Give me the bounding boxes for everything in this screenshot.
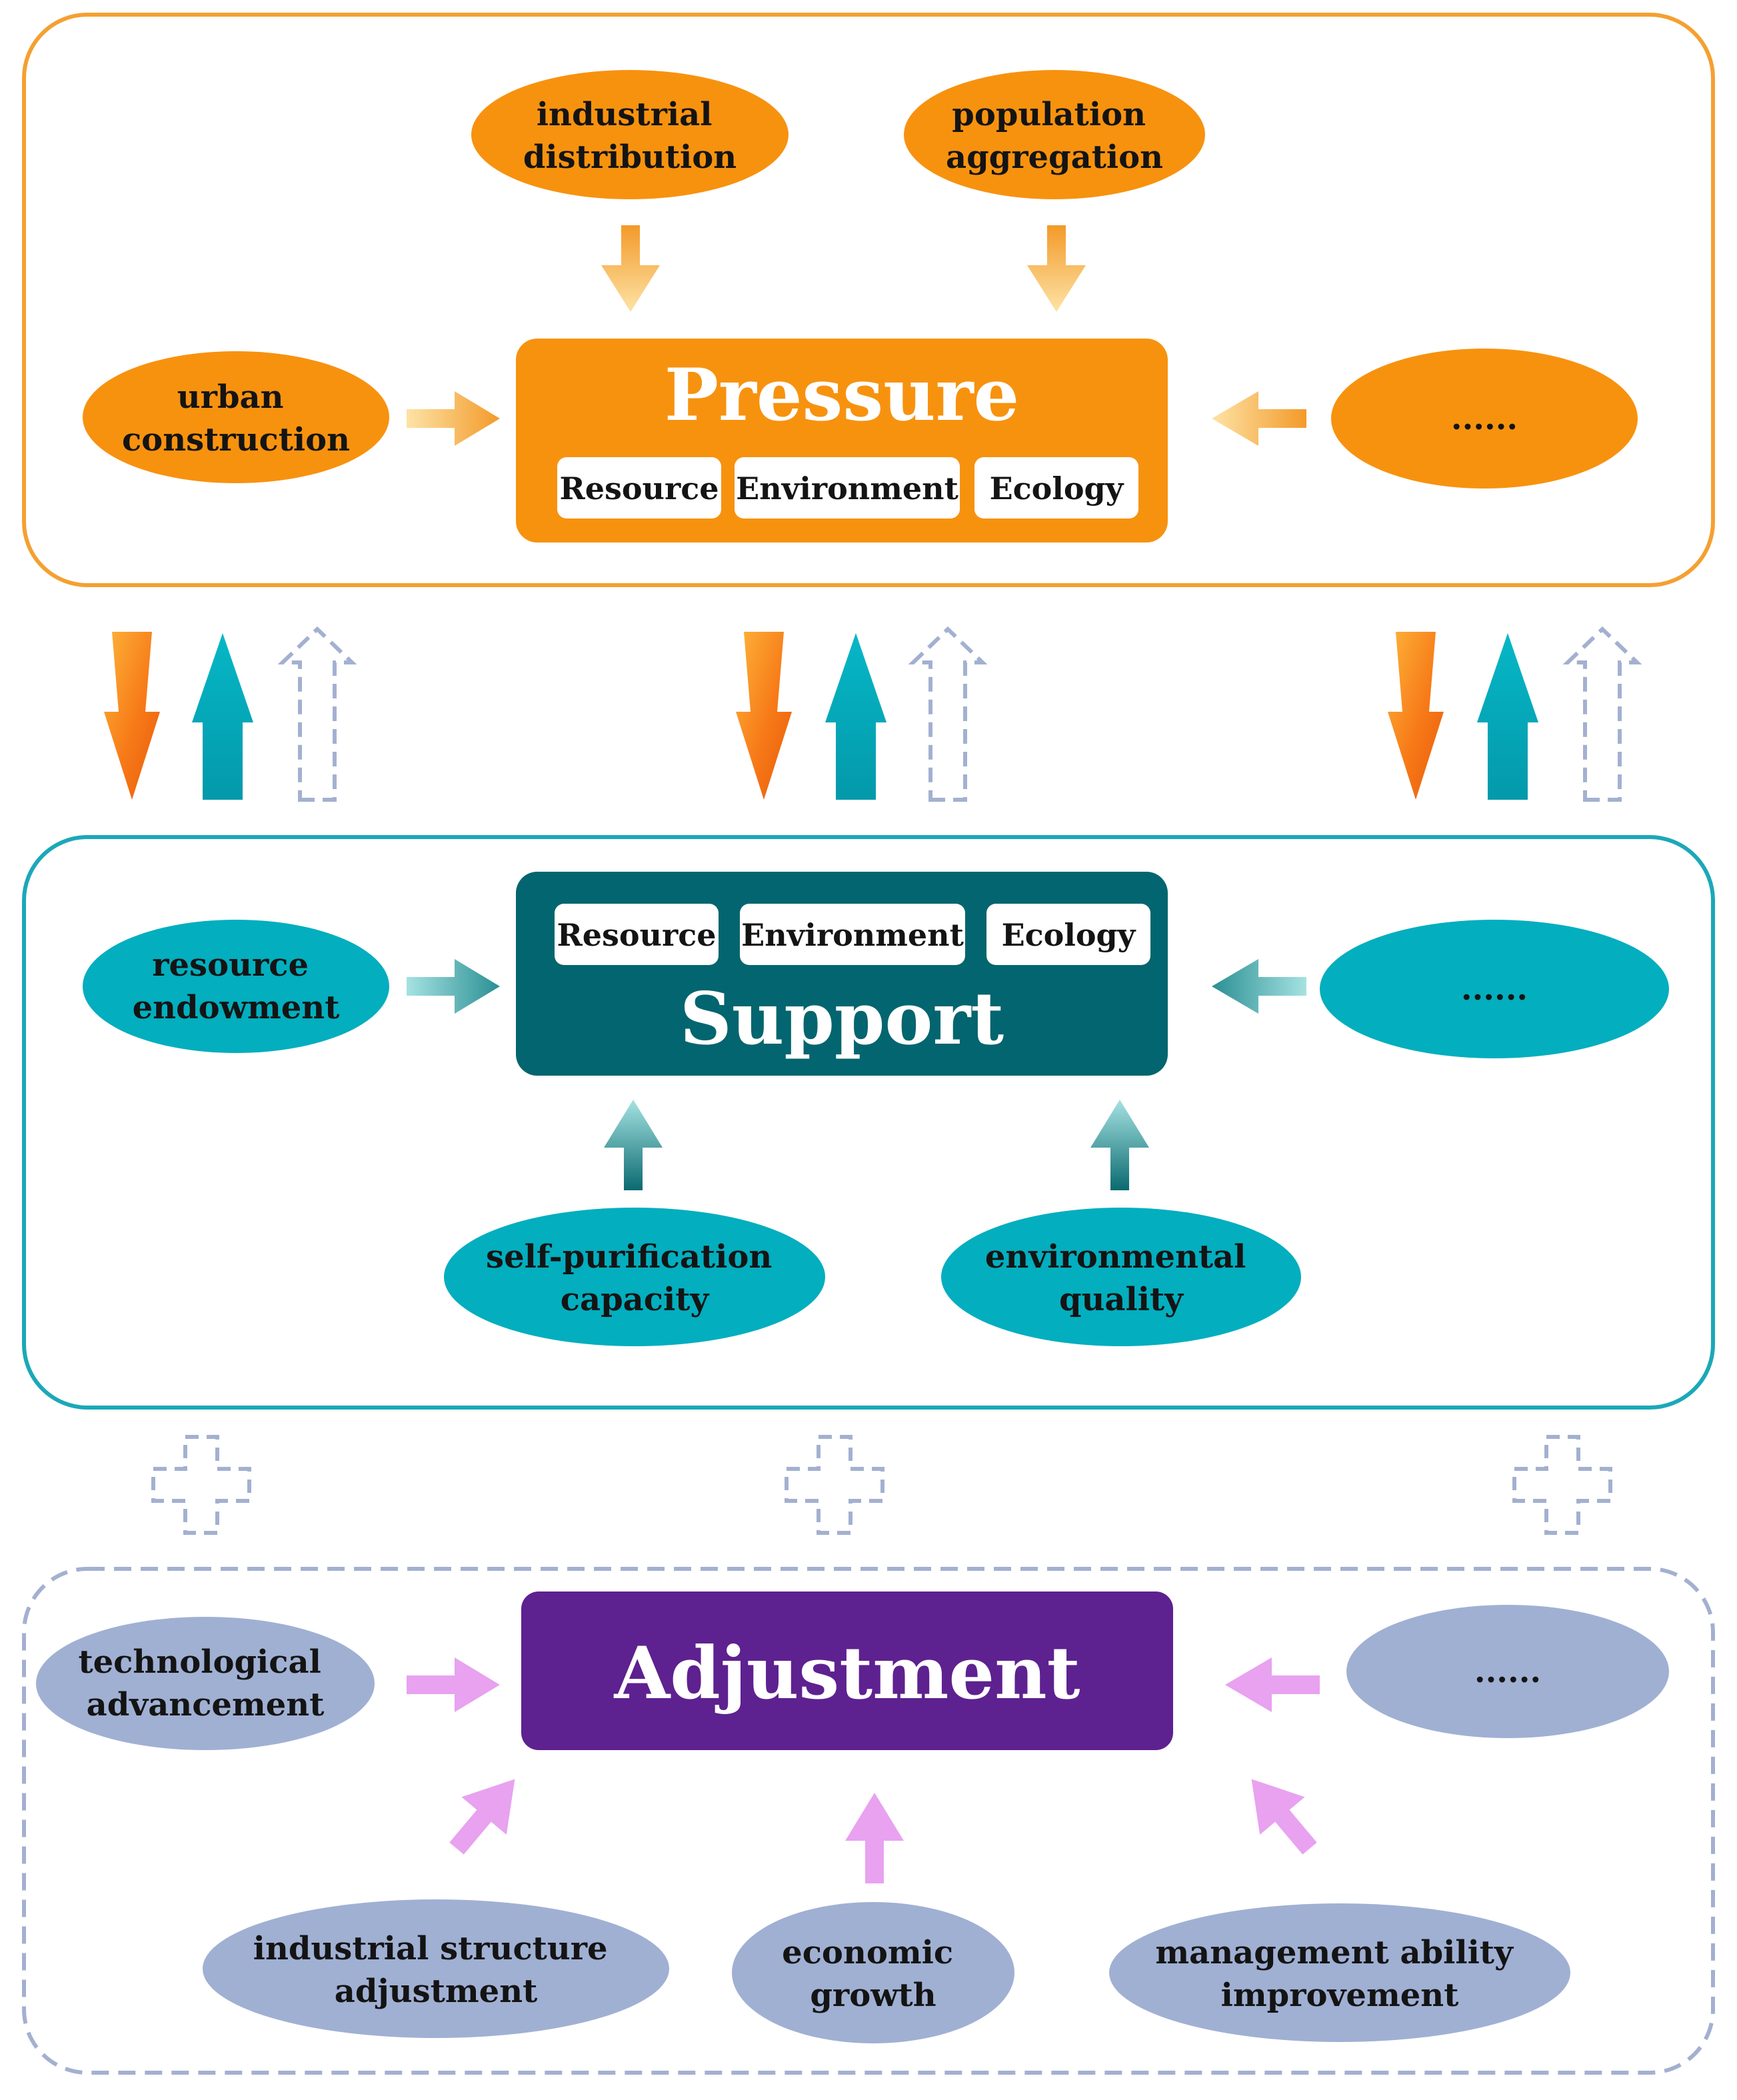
support-factor-resource-endowment: resource endowment (83, 920, 389, 1053)
pressure-tag-resource: Resource (557, 457, 721, 519)
small-right-arrow-icon (407, 391, 500, 446)
orange-down-arrow-icon (736, 632, 792, 800)
svg-text:economic growth: economic growth (782, 1934, 964, 2014)
pressure-panel: industrial distribution population aggre… (22, 13, 1715, 587)
small-up-arrow-icon (604, 1100, 663, 1190)
svg-text:population aggregation: population aggregation (946, 96, 1163, 176)
factor-label-line: capacity (561, 1281, 711, 1318)
factor-label-line: population (952, 96, 1146, 133)
svg-text:management ability imp: management ability improvement (1155, 1934, 1524, 2014)
small-right-arrow-icon (407, 959, 500, 1014)
teal-up-arrow-icon (192, 633, 253, 800)
svg-text:environmental quality: environmental quality (985, 1238, 1257, 1318)
adjustment-factor-technological-advancement: technological advancement (36, 1617, 375, 1750)
factor-label-line: management ability (1155, 1934, 1514, 1971)
factor-label-line: ...... (1461, 970, 1528, 1008)
factor-label-line: improvement (1221, 1977, 1459, 2014)
pressure-tag-environment: Environment (735, 457, 960, 519)
teal-up-arrow-icon (825, 633, 886, 800)
svg-text:resource endowment: resource endowment (133, 946, 340, 1026)
factor-label-line: aggregation (946, 139, 1163, 176)
small-up-arrow-icon (845, 1793, 904, 1883)
adjustment-box: Adjustment (521, 1591, 1173, 1750)
support-factor-more: ...... (1320, 920, 1669, 1058)
svg-text:industrial distributio: industrial distribution (523, 96, 737, 176)
pressure-tag-ecology: Ecology (974, 457, 1138, 519)
factor-label-line: distribution (523, 139, 737, 176)
small-left-arrow-icon (1225, 1657, 1320, 1712)
support-tag-ecology: Ecology (986, 904, 1150, 965)
factor-label-line: resource (152, 946, 309, 984)
factor-label-line: ...... (1474, 1653, 1541, 1690)
adjustment-panel-border (22, 1567, 1715, 2075)
support-panel: resource endowment ...... self-purificat… (22, 835, 1715, 1410)
svg-text:industrial structure a: industrial structure adjustment (253, 1930, 619, 2010)
pressure-factor-population-aggregation: population aggregation (904, 70, 1205, 199)
dashed-plus-icon (151, 1435, 251, 1535)
small-right-arrow-icon (407, 1657, 500, 1712)
adjustment-factor-management-ability-improvement: management ability improvement (1109, 1903, 1570, 2042)
dashed-plus-icon (1512, 1435, 1612, 1535)
pressure-factor-more: ...... (1331, 349, 1638, 489)
pressure-panel-border (22, 13, 1715, 587)
factor-label-line: quality (1059, 1281, 1184, 1318)
small-diagonal-arrow-icon (1251, 1779, 1317, 1855)
support-title: Support (680, 977, 1004, 1061)
svg-text:urban construction: urban construction (122, 379, 350, 459)
factor-label-line: environmental (985, 1238, 1246, 1276)
dashed-plus-icon (785, 1435, 884, 1535)
dashed-up-arrow-icon (277, 626, 357, 802)
factor-label-line: endowment (133, 989, 340, 1026)
tag-label: Resource (557, 917, 716, 953)
adjustment-panel: technological advancement ...... industr… (22, 1567, 1715, 2075)
support-box: Resource Environment Ecology Support (516, 872, 1168, 1076)
tag-label: Ecology (990, 471, 1124, 507)
svg-text:technological advancem: technological advancement (78, 1643, 332, 1723)
pressure-factor-industrial-distribution: industrial distribution (471, 70, 789, 199)
factor-label-line: ...... (1451, 400, 1518, 437)
teal-up-arrow-icon (1477, 633, 1538, 800)
factor-label-line: advancement (87, 1686, 325, 1723)
tag-label: Environment (741, 917, 964, 953)
adjustment-factor-more: ...... (1346, 1605, 1669, 1738)
factor-label-line: technological (78, 1643, 321, 1681)
adjustment-factor-industrial-structure-adjustment: industrial structure adjustment (203, 1899, 669, 2038)
dashed-up-arrow-icon (908, 626, 988, 802)
connector-arrows (104, 626, 1642, 802)
factor-label-line: growth (810, 1977, 936, 2014)
factor-label-line: economic (782, 1934, 953, 1971)
pressure-box: Pressure Resource Environment Ecology (516, 339, 1168, 542)
small-diagonal-arrow-icon (449, 1779, 515, 1855)
tag-label: Resource (559, 471, 719, 507)
factor-label-line: industrial (537, 96, 713, 133)
support-factor-environmental-quality: environmental quality (941, 1208, 1301, 1346)
support-factor-self-purification-capacity: self-purification capacity (444, 1208, 825, 1346)
factor-label-line: adjustment (335, 1973, 538, 2010)
small-down-arrow-icon (1027, 225, 1086, 312)
orange-down-arrow-icon (1388, 632, 1444, 800)
tag-label: Environment (736, 471, 958, 507)
dashed-up-arrow-icon (1562, 626, 1642, 802)
small-up-arrow-icon (1090, 1100, 1149, 1190)
factor-label-line: urban (177, 379, 284, 416)
support-panel-border (22, 835, 1715, 1410)
pressure-title: Pressure (665, 353, 1020, 437)
pressure-factor-urban-construction: urban construction (83, 351, 389, 483)
factor-label-line: construction (122, 421, 350, 459)
svg-text:self-purification capa: self-purification capacity (486, 1238, 783, 1318)
small-left-arrow-icon (1212, 391, 1306, 446)
orange-down-arrow-icon (104, 632, 160, 800)
factor-label-line: industrial structure (253, 1930, 608, 1967)
plus-connectors (151, 1435, 1612, 1535)
adjustment-title: Adjustment (614, 1631, 1080, 1715)
support-tag-resource: Resource (555, 904, 719, 965)
adjustment-factor-economic-growth: economic growth (732, 1902, 1014, 2043)
factor-label-line: self-purification (486, 1238, 772, 1276)
support-tag-environment: Environment (740, 904, 965, 965)
tag-label: Ecology (1002, 917, 1136, 953)
small-down-arrow-icon (601, 225, 660, 312)
small-left-arrow-icon (1212, 959, 1306, 1014)
